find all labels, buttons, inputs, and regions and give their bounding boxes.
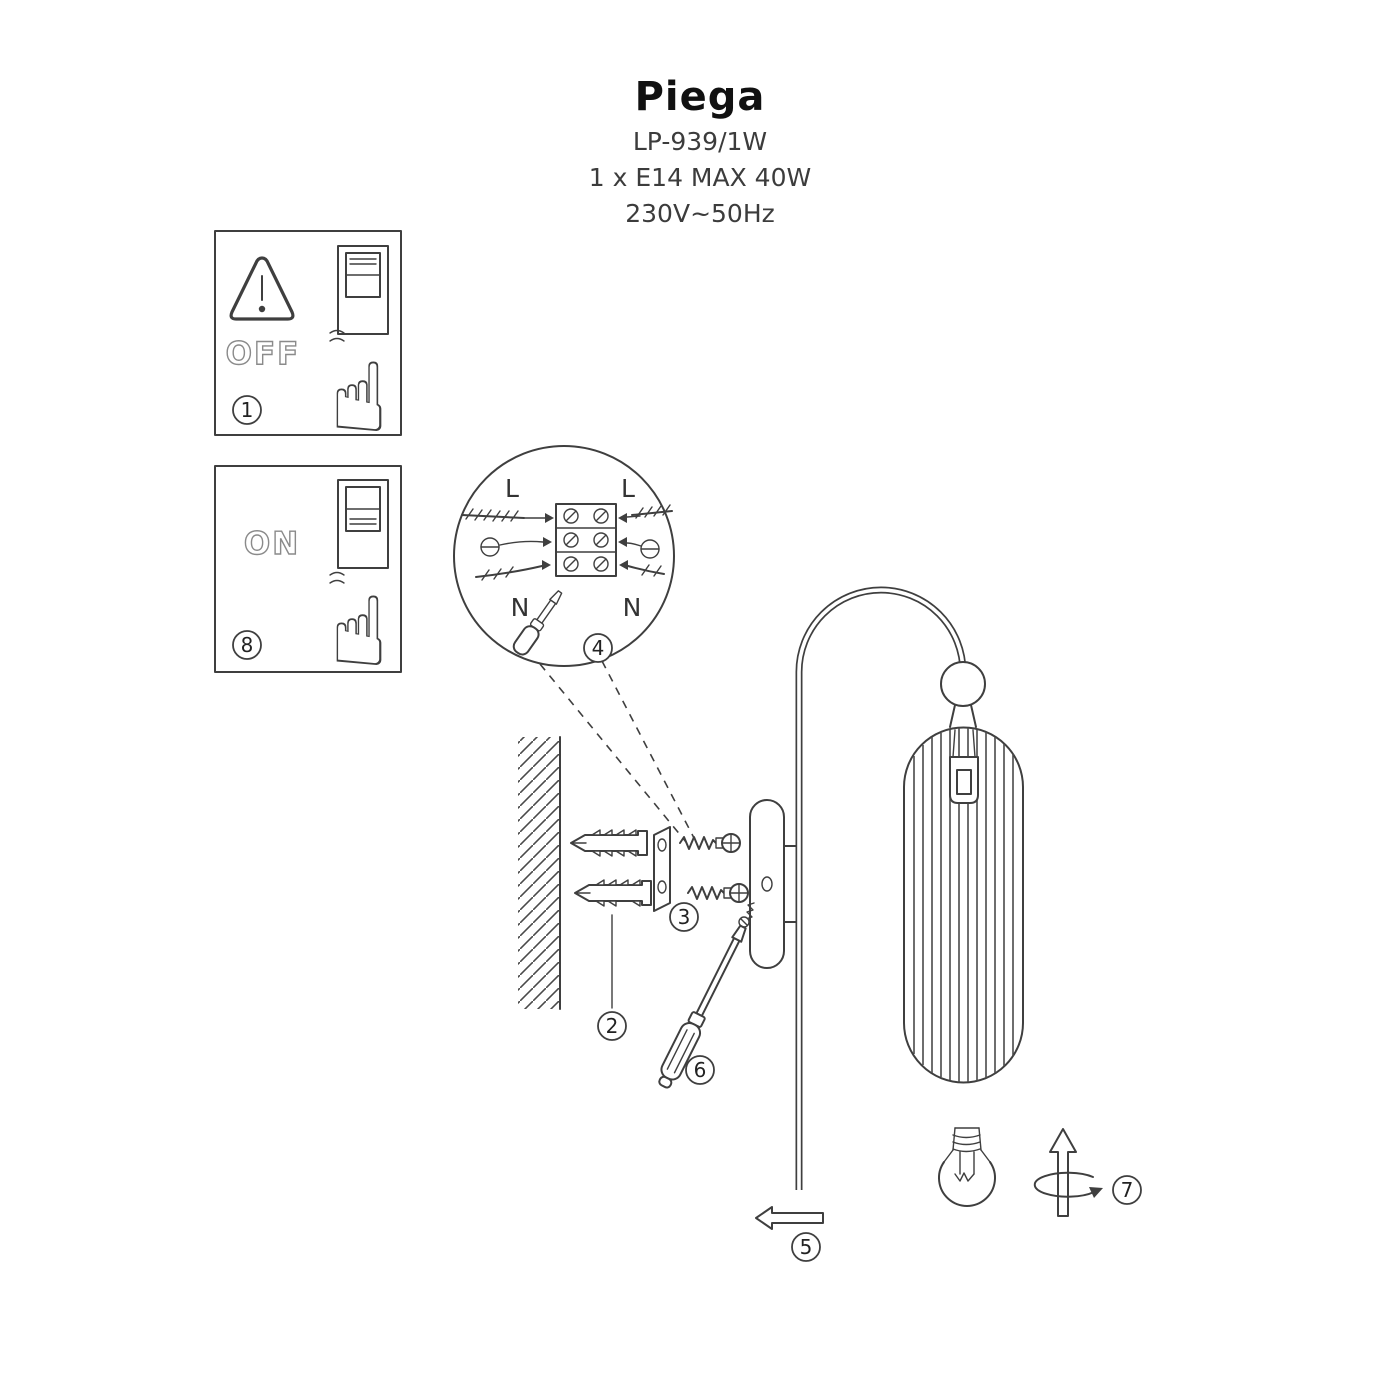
earth-wire-right: [618, 537, 660, 559]
lamp-socket: [949, 729, 979, 804]
mounting-screw: [679, 833, 741, 853]
light-switch-off-icon: [329, 245, 389, 342]
step-badge-7: 7: [1112, 1175, 1142, 1205]
wire-label-l-right: L: [621, 474, 635, 503]
wall-cross-section: [518, 736, 561, 1010]
small-screwdriver-icon: [512, 590, 563, 656]
mounting-screw: [687, 883, 749, 903]
product-name: Piega: [634, 74, 766, 120]
bulb-spec: 1 x E14 MAX 40W: [588, 163, 812, 192]
step-badge-4: 4: [583, 633, 613, 663]
step8-on-panel: ON ☝ 8: [214, 465, 402, 688]
rotate-up-arrow-icon: [1033, 1128, 1103, 1217]
wire-label-n-right: N: [623, 593, 642, 622]
pointing-hand-icon: ☝: [330, 342, 388, 454]
slide-left-arrow-icon: [755, 1206, 824, 1230]
wire-label-l-left: L: [505, 474, 519, 503]
mounting-bracket: [653, 826, 671, 912]
wiring-detail-bubble: L L N N 4: [453, 445, 675, 667]
live-wire-left: [461, 508, 554, 523]
live-wire-right: [618, 504, 673, 523]
earth-wire-left: [480, 537, 552, 557]
step-badge-5: 5: [791, 1232, 821, 1262]
svg-text:1: 1: [241, 398, 254, 422]
wall-plug-anchor: [574, 879, 652, 907]
neutral-wire-left: [475, 560, 551, 581]
neutral-wire-right: [619, 560, 665, 577]
title-block: Piega LP-939/1W 1 x E14 MAX 40W 230V~50H…: [0, 74, 1400, 228]
step-badge-8: 8: [232, 630, 262, 660]
on-label: ON: [244, 526, 300, 562]
voltage-spec: 230V~50Hz: [625, 199, 775, 228]
light-switch-on-icon: [329, 479, 389, 584]
pointing-hand-icon: ☝: [330, 576, 388, 688]
warning-icon: [229, 256, 295, 321]
svg-text:8: 8: [241, 633, 254, 657]
svg-text:2: 2: [606, 1014, 619, 1038]
wire-label-n-left: N: [511, 593, 530, 622]
step-badge-1: 1: [232, 395, 262, 425]
svg-text:5: 5: [800, 1235, 813, 1259]
step-badge-2: 2: [597, 1011, 627, 1041]
light-bulb-icon: [938, 1127, 996, 1207]
detail-leader-line: [539, 663, 687, 843]
ball-joint: [940, 661, 986, 707]
svg-text:6: 6: [694, 1058, 707, 1082]
ribbed-glass-shade: [903, 726, 1024, 1084]
off-label: OFF: [226, 336, 301, 372]
canopy-plate: [749, 799, 798, 969]
terminal-block: [555, 503, 617, 577]
canopy-screw: [738, 902, 755, 928]
svg-text:7: 7: [1121, 1178, 1134, 1202]
step-badge-6: 6: [685, 1055, 715, 1085]
shade-neck: [949, 704, 977, 728]
step1-off-panel: OFF ☝ 1: [214, 230, 402, 454]
lamp-arm: [795, 586, 967, 1190]
model-number: LP-939/1W: [632, 127, 768, 156]
svg-text:3: 3: [678, 905, 691, 929]
step-badge-3: 3: [669, 902, 699, 932]
detail-leader-line: [601, 660, 695, 839]
screwdriver: [658, 924, 747, 1089]
svg-text:4: 4: [592, 636, 605, 660]
wall-plug-anchor: [570, 829, 648, 857]
